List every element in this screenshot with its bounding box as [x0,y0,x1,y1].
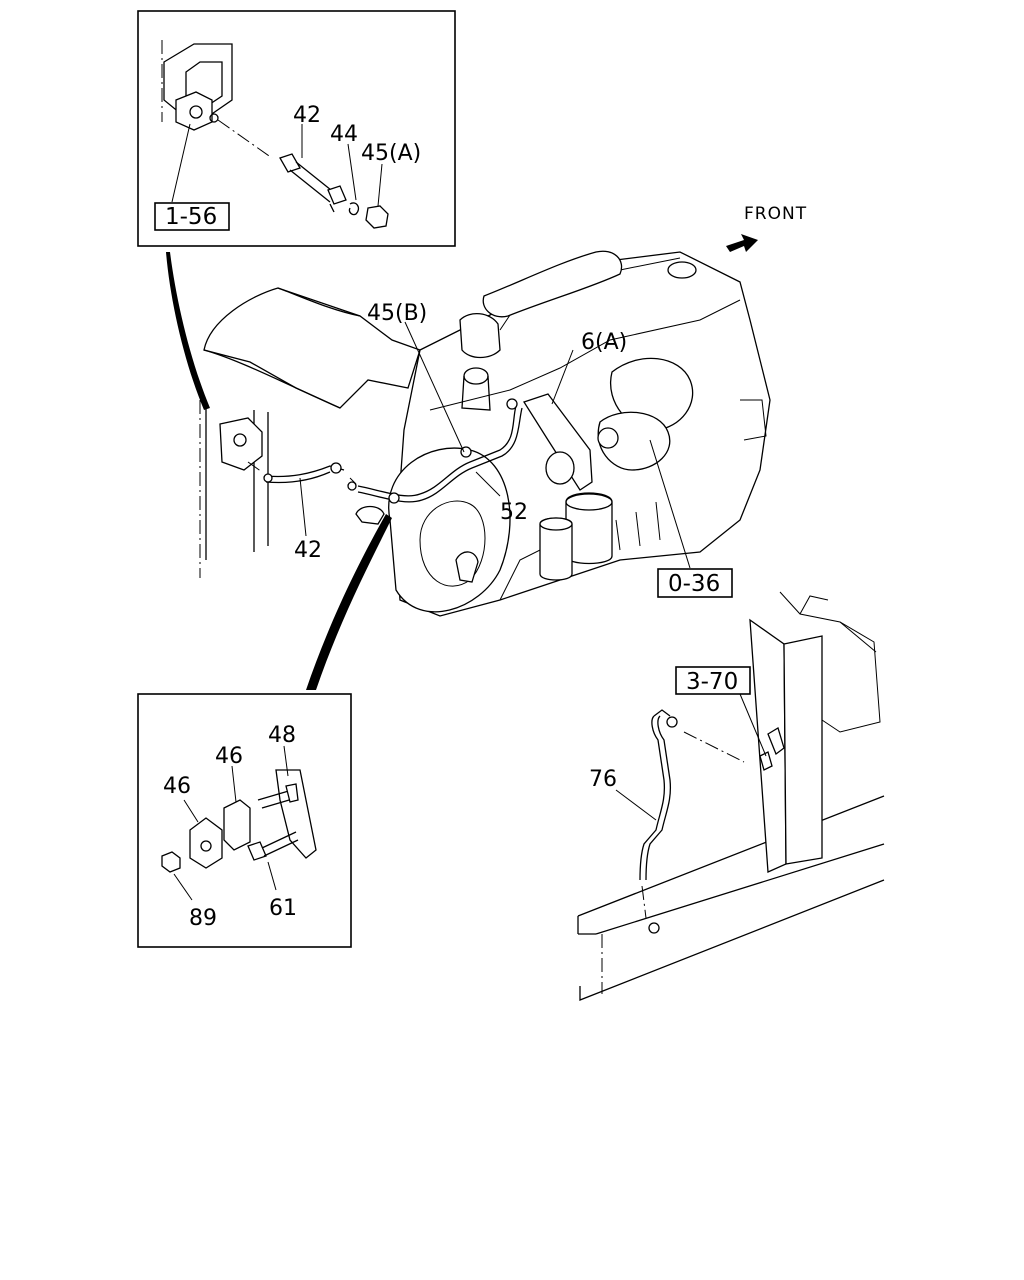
ref-box-0-36 [657,568,733,598]
label-part-46-upper: 46 [215,744,243,769]
detail-box-clip: 48 46 46 89 61 [137,693,352,948]
clip-part-lower [189,817,223,869]
chassis-illustration: 76 3-70 [577,591,885,1001]
front-label: FRONT [744,204,807,224]
nut-part [161,851,181,873]
label-part-6a: 6(A) [581,330,627,355]
front-indicator: FRONT [726,204,807,252]
label-part-89: 89 [189,906,217,931]
valve-assembly [161,40,233,131]
label-part-61: 61 [269,896,297,921]
label-part-45a: 45(A) [361,141,421,166]
ref-3-70[interactable]: 3-70 [686,669,738,695]
ref-box-3-70 [675,666,751,695]
callout-arrow-bottom [306,514,392,690]
banjo-bolt-part [279,153,347,213]
label-part-76: 76 [589,767,617,792]
ref-0-36[interactable]: 0-36 [668,571,720,597]
label-part-45b: 45(B) [367,301,427,326]
clip-part-upper [223,799,251,851]
ref-1-56[interactable]: 1-56 [165,204,217,230]
callout-arrow-top [166,252,210,410]
engine-illustration: 45(B) 6(A) 52 42 0-36 [199,250,771,617]
label-part-44: 44 [330,122,358,147]
ref-box-1-56 [154,202,230,231]
detail-box-valve: 42 44 45(A) 1-56 [137,10,456,247]
label-part-48: 48 [268,723,296,748]
arrow-front-icon [726,234,758,252]
label-part-46-lower: 46 [163,774,191,799]
label-part-52: 52 [500,500,528,525]
label-part-42-detail: 42 [293,103,321,128]
label-part-42: 42 [294,538,322,563]
